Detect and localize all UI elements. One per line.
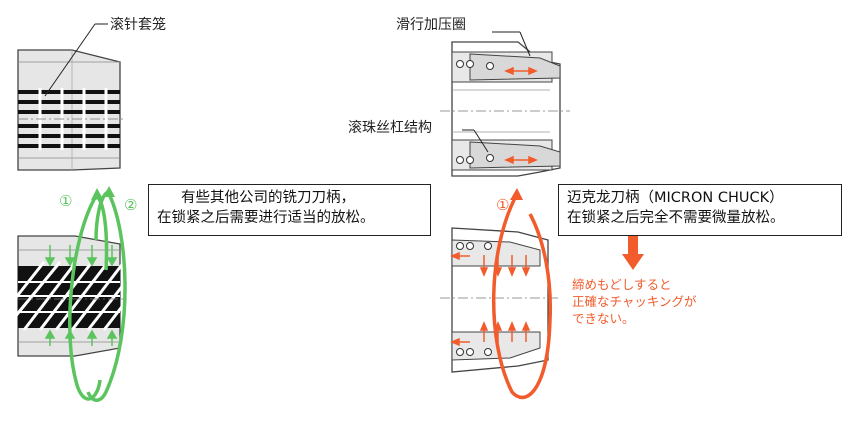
orange-arrowhead <box>510 188 523 200</box>
right-callout-line1: 迈克龙刀柄（MICRON CHUCK） <box>567 190 784 206</box>
label-sliding-ring: 滑行加压圈 <box>396 17 466 33</box>
needle-cage-holder-top <box>17 23 125 171</box>
marker-left-1: ① <box>59 192 73 210</box>
note-line3: できない。 <box>572 311 635 326</box>
marker-left-2: ② <box>124 196 138 214</box>
right-callout-box: 迈克龙刀柄（MICRON CHUCK） 在锁紧之后完全不需要微量放松。 <box>558 184 842 236</box>
orange-slide-arrows-top <box>504 66 538 165</box>
marker-right-1: ① <box>496 196 510 214</box>
left-callout-line2: 在锁紧之后需要进行适当的放松。 <box>157 210 375 226</box>
needle-rows-top <box>18 90 120 148</box>
label-needle-cage: 滚针套笼 <box>110 17 166 33</box>
green-arrowhead-2 <box>103 186 115 197</box>
left-callout-line1: 有些其他公司的铣刀刀柄， <box>181 190 355 206</box>
green-pressure-arrows <box>44 245 118 346</box>
note-line2: 正確なチャッキングが <box>572 294 697 309</box>
green-arrowhead-1 <box>91 188 103 200</box>
right-callout-line2: 在锁紧之后完全不需要微量放松。 <box>567 210 785 226</box>
left-callout-box: 有些其他公司的铣刀刀柄， 在锁紧之后需要进行适当的放松。 <box>148 184 431 236</box>
label-ball-screw: 滚珠丝杠结构 <box>348 120 432 136</box>
big-down-arrow-icon <box>622 236 644 270</box>
orange-rotation-arrow <box>491 195 553 399</box>
note-line1: 締めもどしすると <box>572 277 672 292</box>
micron-chuck-top <box>440 31 570 177</box>
japanese-note: 締めもどしすると 正確なチャッキングが できない。 <box>572 276 697 327</box>
